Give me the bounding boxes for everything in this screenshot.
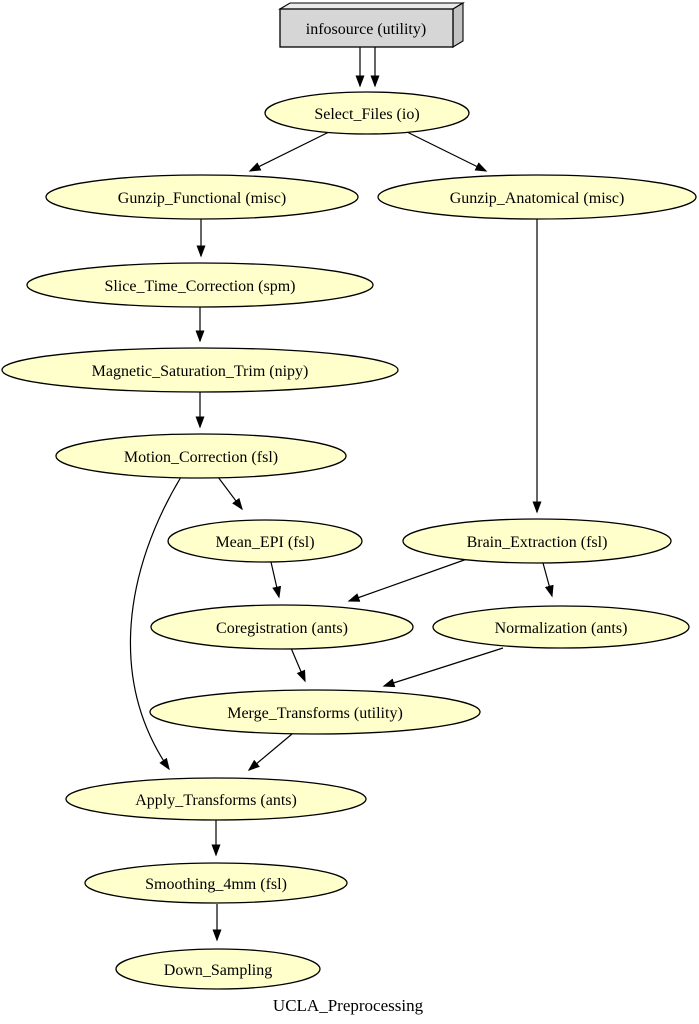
edge-select-files-gunzip-functional — [248, 131, 330, 172]
edge-normalization-merge-transforms — [382, 647, 504, 688]
node-apply-transforms-shape — [65, 777, 367, 821]
edge-motion-correction-mean-epi — [217, 476, 243, 511]
edge-coregistration-merge-transforms — [290, 647, 306, 683]
node-motion-correction-shape — [55, 433, 347, 479]
box3d-front-face — [279, 8, 454, 48]
node-gunzip-anatomical: Gunzip_Anatomical (misc) — [377, 174, 697, 220]
node-gunzip-functional: Gunzip_Functional (misc) — [45, 174, 359, 220]
node-down-sampling-label: Down_Sampling — [164, 962, 272, 979]
box3d-top-face — [278, 2, 465, 10]
box3d-right-face — [452, 2, 464, 48]
edge-brain-extraction-normalization — [542, 562, 554, 598]
node-magnetic-saturation-trim-shape — [1, 347, 399, 393]
node-infosource-label: infosource (utility) — [306, 21, 426, 38]
node-coregistration-label: Coregistration (ants) — [216, 620, 348, 637]
node-coregistration: Coregistration (ants) — [150, 604, 414, 650]
node-select-files: Select_Files (io) — [264, 91, 470, 135]
edge-mean-epi-coregistration — [270, 561, 282, 599]
node-merge-transforms-label: Merge_Transforms (utility) — [227, 705, 403, 722]
node-normalization-label: Normalization (ants) — [495, 620, 628, 637]
node-select-files-label: Select_Files (io) — [314, 106, 419, 123]
node-motion-correction-label: Motion_Correction (fsl) — [124, 449, 278, 466]
node-down-sampling: Down_Sampling — [115, 948, 321, 990]
node-gunzip-functional-shape — [45, 174, 359, 220]
diagram-caption: UCLA_Preprocessing — [273, 996, 424, 1015]
node-magnetic-saturation-trim-label: Magnetic_Saturation_Trim (nipy) — [92, 363, 309, 380]
node-gunzip-anatomical-label: Gunzip_Anatomical (misc) — [450, 190, 625, 207]
node-magnetic-saturation-trim: Magnetic_Saturation_Trim (nipy) — [1, 347, 399, 393]
node-gunzip-functional-label: Gunzip_Functional (misc) — [118, 190, 286, 207]
node-smoothing-4mm: Smoothing_4mm (fsl) — [84, 862, 348, 904]
node-brain-extraction: Brain_Extraction (fsl) — [402, 518, 672, 564]
diagram-edges — [129, 47, 554, 942]
node-select-files-shape — [264, 91, 470, 135]
node-mean-epi: Mean_EPI (fsl) — [167, 519, 363, 563]
node-coregistration-shape — [150, 604, 414, 650]
edge-brain-extraction-coregistration — [347, 558, 468, 602]
node-merge-transforms-shape — [149, 689, 481, 735]
node-slice-time-correction: Slice_Time_Correction (spm) — [26, 262, 374, 308]
node-motion-correction: Motion_Correction (fsl) — [55, 433, 347, 479]
node-gunzip-anatomical-shape — [377, 174, 697, 220]
node-brain-extraction-label: Brain_Extraction (fsl) — [467, 534, 608, 551]
edge-motion-correction-apply-transforms — [129, 476, 182, 771]
node-apply-transforms: Apply_Transforms (ants) — [65, 777, 367, 821]
node-normalization-shape — [432, 605, 690, 649]
node-mean-epi-shape — [167, 519, 363, 563]
node-apply-transforms-label: Apply_Transforms (ants) — [135, 792, 297, 809]
edge-select-files-gunzip-anatomical — [406, 131, 488, 172]
node-merge-transforms: Merge_Transforms (utility) — [149, 689, 481, 735]
node-slice-time-correction-label: Slice_Time_Correction (spm) — [105, 278, 296, 295]
node-infosource: infosource (utility) — [278, 2, 465, 48]
node-mean-epi-label: Mean_EPI (fsl) — [215, 534, 314, 551]
node-normalization: Normalization (ants) — [432, 605, 690, 649]
node-brain-extraction-shape — [402, 518, 672, 564]
edge-merge-transforms-apply-transforms — [247, 733, 293, 771]
node-down-sampling-shape — [115, 948, 321, 990]
node-smoothing-4mm-shape — [84, 862, 348, 904]
node-smoothing-4mm-label: Smoothing_4mm (fsl) — [145, 876, 287, 893]
node-slice-time-correction-shape — [26, 262, 374, 308]
